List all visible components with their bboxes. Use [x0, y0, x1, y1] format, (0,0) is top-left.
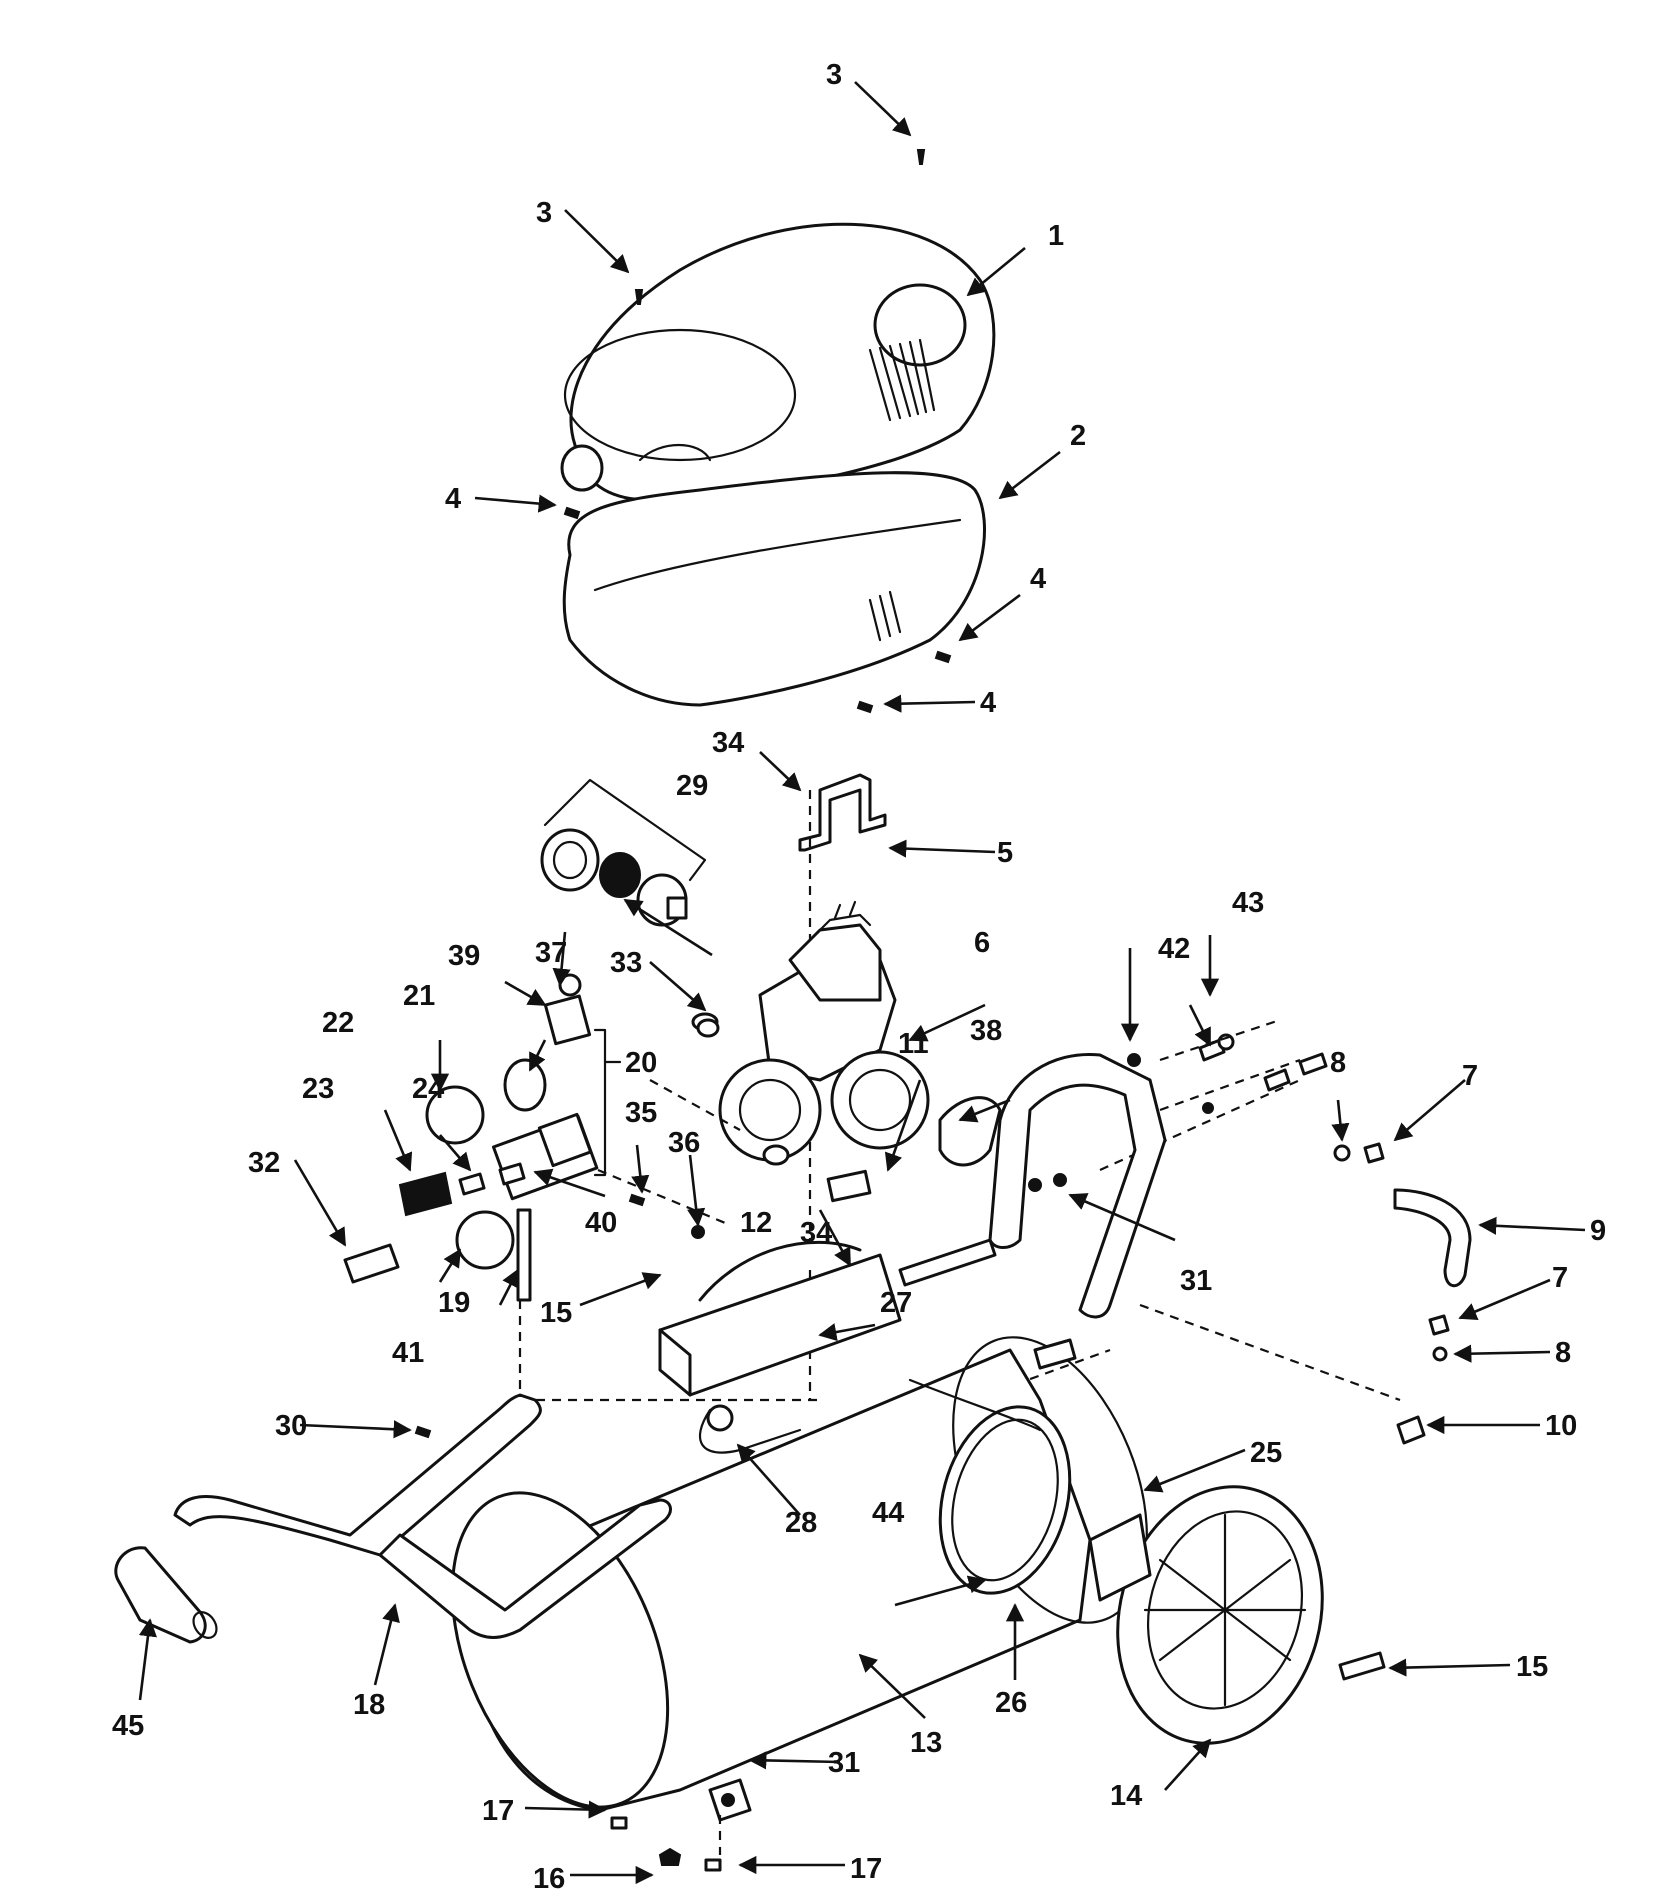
callout-33: 33 — [610, 947, 642, 979]
callout-10: 10 — [1545, 1410, 1577, 1442]
pump-cradle — [658, 1240, 902, 1432]
callout-37: 37 — [535, 937, 567, 969]
callout-2: 2 — [1070, 420, 1086, 452]
callout-8: 8 — [1330, 1047, 1346, 1079]
callout-7: 7 — [1462, 1060, 1478, 1092]
callout-15: 15 — [540, 1297, 572, 1329]
callout-9: 9 — [1590, 1215, 1606, 1247]
side-fittings — [414, 1142, 1472, 1445]
callout-36: 36 — [668, 1127, 700, 1159]
callout-45: 45 — [112, 1710, 144, 1742]
callout-34: 34 — [712, 727, 744, 759]
callout-19: 19 — [438, 1287, 470, 1319]
callout-8: 8 — [1555, 1337, 1571, 1369]
callout-labels: 1 2 3 3 4 4 4 5 6 7 7 8 8 9 10 11 12 13 … — [112, 59, 1606, 1895]
callout-13: 13 — [910, 1727, 942, 1759]
pump-motor-assembly — [691, 900, 1002, 1203]
callout-31: 31 — [1180, 1265, 1212, 1297]
callout-5: 5 — [997, 837, 1013, 869]
callout-31: 31 — [828, 1747, 860, 1779]
callout-17: 17 — [850, 1853, 882, 1885]
pressure-switch-manifold — [343, 973, 599, 1302]
callout-43: 43 — [1232, 887, 1264, 919]
callout-32: 32 — [248, 1147, 280, 1179]
callout-22: 22 — [322, 1007, 354, 1039]
callout-24: 24 — [412, 1073, 444, 1105]
callout-35: 35 — [625, 1097, 657, 1129]
callout-6: 6 — [974, 927, 990, 959]
rear-handle — [898, 1052, 1167, 1370]
callout-29: 29 — [676, 770, 708, 802]
lower-shroud — [562, 471, 986, 707]
callout-34: 34 — [800, 1217, 832, 1249]
callout-38: 38 — [970, 1015, 1002, 1047]
callout-30: 30 — [275, 1410, 307, 1442]
callout-23: 23 — [302, 1073, 334, 1105]
callout-14: 14 — [1110, 1780, 1142, 1812]
callout-18: 18 — [353, 1689, 385, 1721]
leader-arrows — [138, 81, 1586, 1885]
wheel — [1116, 1485, 1386, 1745]
callout-15: 15 — [1516, 1651, 1548, 1683]
callout-44: 44 — [872, 1497, 904, 1529]
group-brackets — [543, 778, 707, 1177]
callout-17: 17 — [482, 1795, 514, 1827]
callout-39: 39 — [448, 940, 480, 972]
assembly-lines — [518, 1018, 1401, 1402]
callout-4: 4 — [980, 687, 996, 719]
callout-27: 27 — [880, 1287, 912, 1319]
callout-3: 3 — [536, 197, 552, 229]
callout-1: 1 — [1048, 220, 1064, 252]
callout-11: 11 — [898, 1028, 929, 1060]
callout-7: 7 — [1552, 1262, 1568, 1294]
callout-16: 16 — [533, 1863, 565, 1895]
air-tank — [450, 1336, 1148, 1812]
callout-42: 42 — [1158, 933, 1190, 965]
callout-40: 40 — [585, 1207, 617, 1239]
small-fittings — [628, 1018, 1328, 1393]
callout-28: 28 — [785, 1507, 817, 1539]
callout-26: 26 — [995, 1687, 1027, 1719]
callout-21: 21 — [403, 980, 435, 1012]
callout-41: 41 — [392, 1337, 424, 1369]
wheel-bracket-and-feet — [610, 1513, 1152, 1872]
shroud-screws — [563, 149, 952, 714]
callout-25: 25 — [1250, 1437, 1282, 1469]
callout-20: 20 — [625, 1047, 657, 1079]
tow-handle — [114, 1393, 672, 1644]
air-filter-assembly — [540, 828, 688, 927]
callout-3: 3 — [826, 59, 842, 91]
callout-4: 4 — [1030, 563, 1046, 595]
callout-4: 4 — [445, 483, 461, 515]
callout-12: 12 — [740, 1207, 772, 1239]
